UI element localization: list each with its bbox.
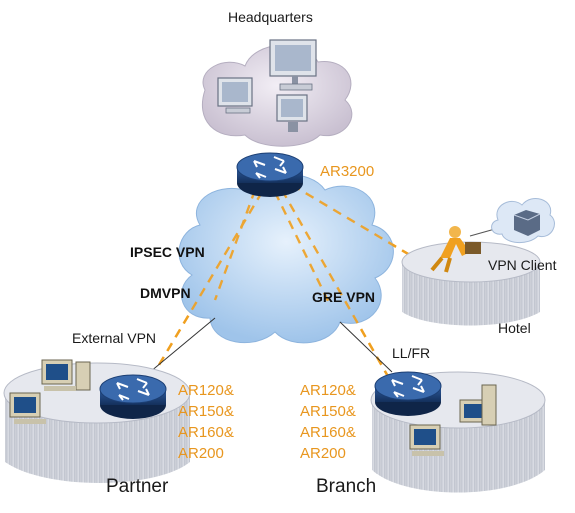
branch-site: LL/FR Branch <box>316 345 546 497</box>
hq-computer-icon <box>269 39 317 91</box>
vpn-link-overlay-1 <box>213 189 257 301</box>
branch-router-model: AR200 <box>300 445 346 462</box>
branch-router-models: AR120& AR150& AR160& AR200 <box>300 382 356 462</box>
hq-computer-icon <box>217 77 253 114</box>
headquarters-site: Headquarters <box>201 9 353 147</box>
branch-router[interactable] <box>374 371 442 416</box>
hq-computer-icon <box>276 94 308 132</box>
partner-router-model: AR200 <box>178 445 224 462</box>
partner-router-model: AR120& <box>178 382 234 399</box>
router-icon <box>391 375 425 398</box>
vpn-links-overlay <box>148 183 426 381</box>
partner-router-models: AR120& AR150& AR160& AR200 <box>178 382 234 462</box>
router-icon <box>253 156 287 179</box>
physical-link-branch <box>339 321 393 373</box>
vpn-link-overlay-2 <box>148 191 264 381</box>
partner-computer-icon <box>9 392 46 424</box>
branch-router-model: AR160& <box>300 424 356 441</box>
hotel-site: VPN Client Hotel <box>401 197 557 336</box>
hq-router-model: AR3200 <box>320 163 374 180</box>
hq-router[interactable] <box>236 152 304 197</box>
hq-title: Headquarters <box>228 9 313 25</box>
vpn-link-overlay-5 <box>291 183 426 266</box>
partner-router-model: AR150& <box>178 403 234 420</box>
wan-cloud <box>178 174 394 344</box>
hotel-label: Hotel <box>498 320 531 336</box>
router-icon <box>116 378 150 401</box>
branch-router-model: AR120& <box>300 382 356 399</box>
partner-computer-icon <box>41 359 91 391</box>
physical-link-partner <box>149 317 216 373</box>
vpn-type-dmvpn: DMVPN <box>140 285 191 301</box>
branch-link-label: LL/FR <box>392 345 430 361</box>
partner-router[interactable] <box>99 374 167 419</box>
partner-site: External VPN Partner <box>3 330 191 497</box>
server-icon <box>513 210 541 236</box>
remote-network-cloud <box>491 197 555 243</box>
vpn-link-overlay-4 <box>280 189 392 381</box>
branch-router-model: AR150& <box>300 403 356 420</box>
vpn-type-ipsec: IPSEC VPN <box>130 244 205 260</box>
mobile-user-icon <box>430 226 481 273</box>
vpn-client-label: VPN Client <box>488 257 557 273</box>
branch-computer-icon <box>409 424 444 456</box>
partner-router-model: AR160& <box>178 424 234 441</box>
partner-link-label: External VPN <box>72 330 156 346</box>
vpn-type-gre: GRE VPN <box>312 289 375 305</box>
vpn-link-overlay-3 <box>273 191 332 306</box>
partner-label: Partner <box>106 476 169 497</box>
branch-label: Branch <box>316 476 376 497</box>
branch-computer-icon <box>459 384 497 426</box>
